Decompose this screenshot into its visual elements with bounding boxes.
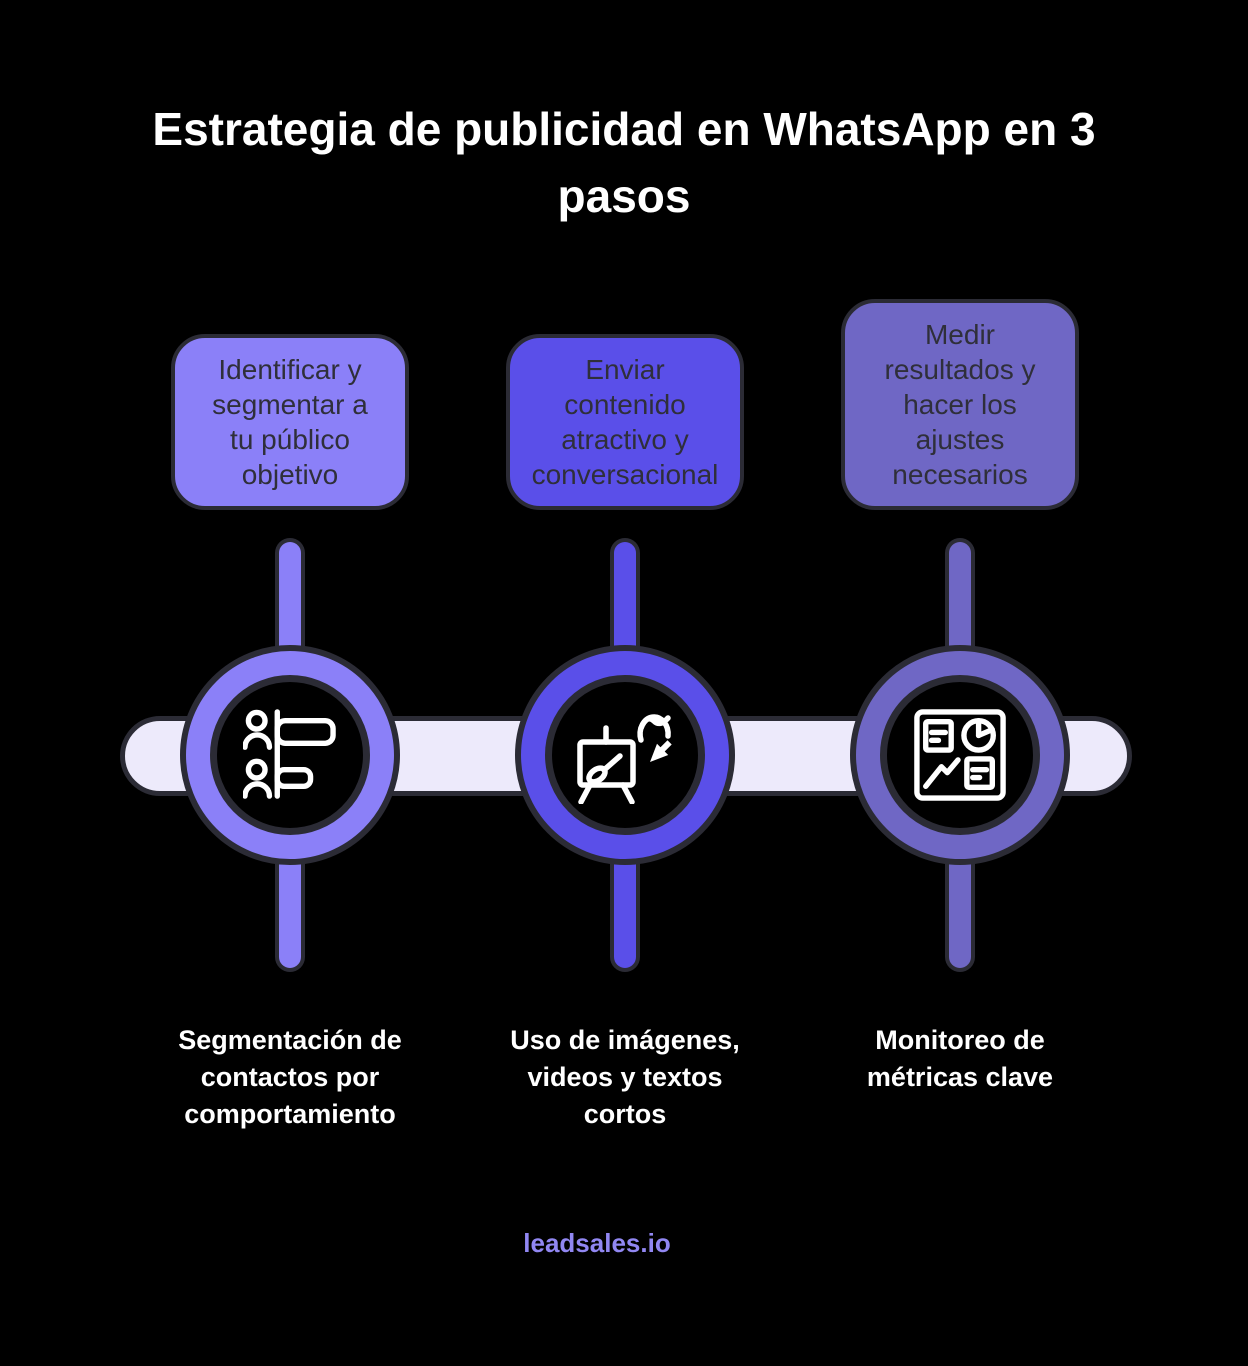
step-2-top-connector <box>610 538 640 660</box>
step-3: Medir resultados y hacer los ajustes nec… <box>810 299 1110 1169</box>
step-1-bottom-connector <box>275 850 305 972</box>
step-1-label: Segmentación de contactos por comportami… <box>178 1025 402 1129</box>
content-creation-icon <box>577 714 672 804</box>
step-2: Enviar contenido atractivo y conversacio… <box>475 299 775 1169</box>
step-3-card: Medir resultados y hacer los ajustes nec… <box>841 299 1079 510</box>
step-2-circle-core <box>545 675 705 835</box>
step-2-card-text: Enviar contenido atractivo y conversacio… <box>531 354 719 490</box>
step-2-circle <box>515 645 735 865</box>
metrics-dashboard-icon <box>914 709 1006 801</box>
page-title: Estrategia de publicidad en WhatsApp en … <box>152 103 1096 222</box>
audience-segmentation-icon <box>243 709 336 799</box>
step-1: Identificar y segmentar a tu público obj… <box>140 299 440 1169</box>
step-3-top-connector <box>945 538 975 660</box>
step-3-card-text: Medir resultados y hacer los ajustes nec… <box>884 319 1036 490</box>
step-2-card: Enviar contenido atractivo y conversacio… <box>506 334 744 510</box>
step-3-label: Monitoreo de métricas clave <box>866 1025 1054 1092</box>
brand-footer: leadsales.io <box>0 1228 1248 1259</box>
brand-text: leadsales.io <box>523 1228 671 1258</box>
step-3-circle <box>850 645 1070 865</box>
step-1-top-connector <box>275 538 305 660</box>
step-2-bottom-connector <box>610 850 640 972</box>
step-1-circle <box>180 645 400 865</box>
step-1-card-text: Identificar y segmentar a tu público obj… <box>212 354 368 490</box>
step-3-circle-core <box>880 675 1040 835</box>
step-2-label: Uso de imágenes, videos y textos cortos <box>510 1025 740 1129</box>
step-1-card: Identificar y segmentar a tu público obj… <box>171 334 409 510</box>
step-3-bottom-connector <box>945 850 975 972</box>
step-1-circle-core <box>210 675 370 835</box>
